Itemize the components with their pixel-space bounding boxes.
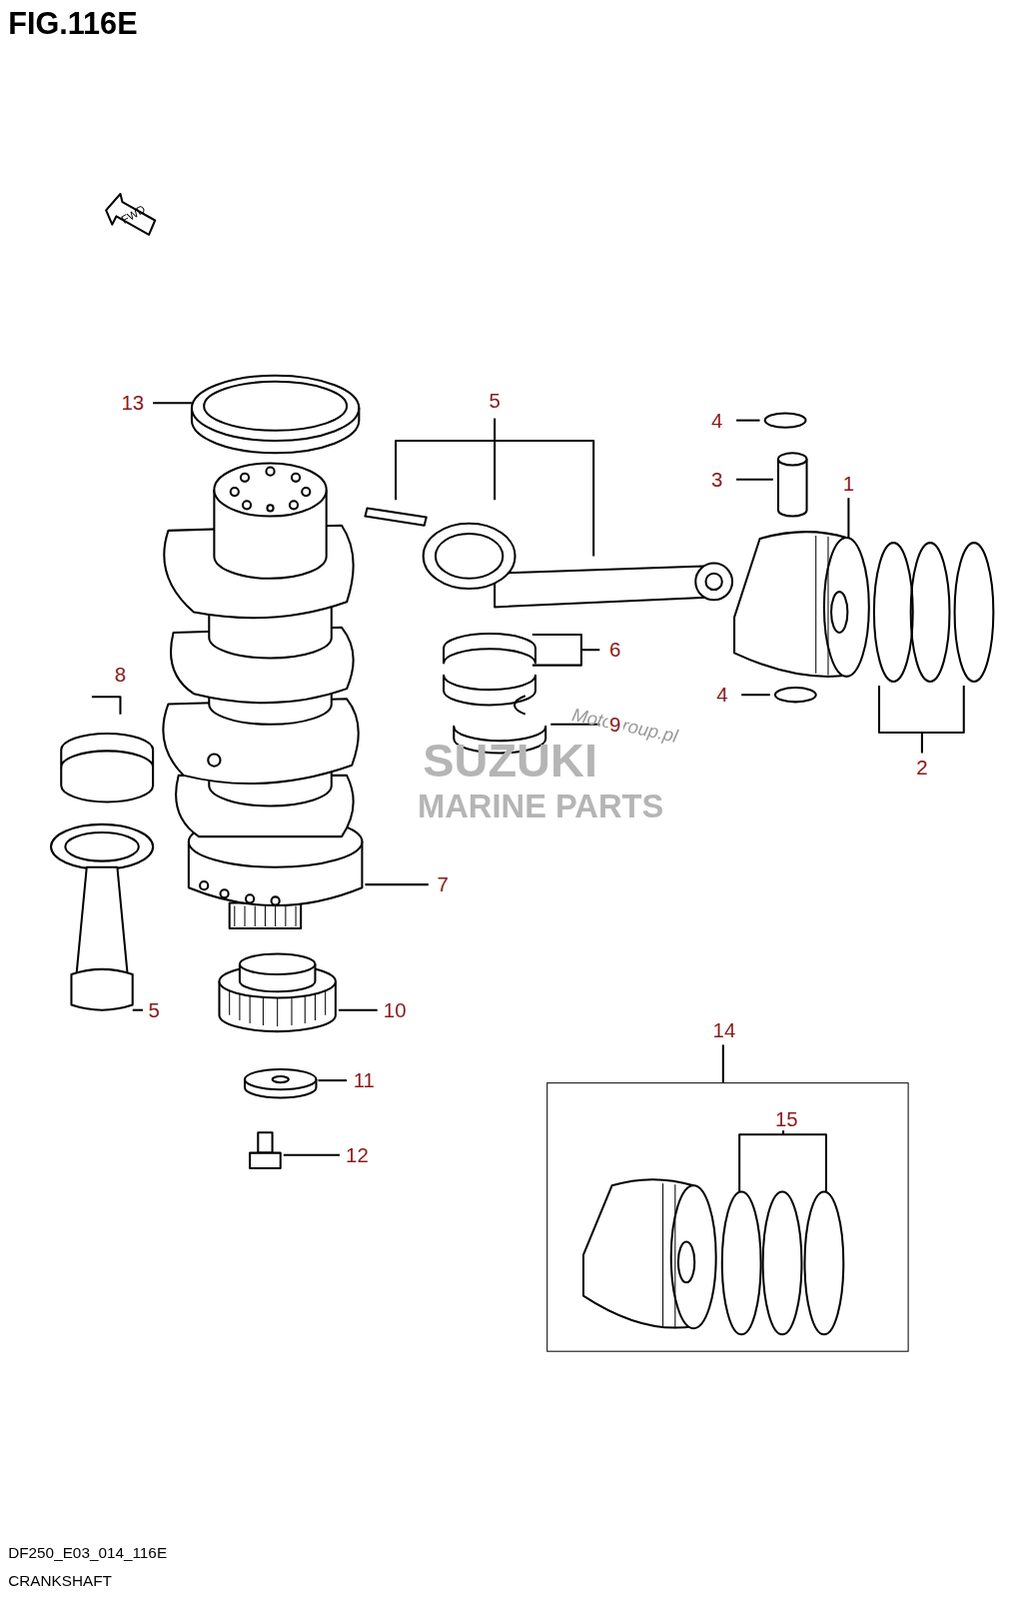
callout-number: 4 <box>709 408 725 431</box>
callout-number: 11 <box>351 1068 377 1091</box>
figure-title: FIG.116E <box>7 5 137 40</box>
callout-number: 6 <box>607 638 623 661</box>
callout-number: 5 <box>145 998 161 1021</box>
callout-number: 10 <box>381 998 409 1021</box>
diagram-code: DF250_E03_014_116E <box>7 1543 167 1561</box>
callout-number: 5 <box>486 389 502 412</box>
callout-number: 2 <box>914 755 930 778</box>
callout-number: 15 <box>775 1107 799 1130</box>
callout-number: 13 <box>118 391 146 414</box>
callout-number: 1 <box>841 472 857 495</box>
callout-number: 4 <box>714 683 730 706</box>
callout-number: 12 <box>343 1142 371 1165</box>
callout-number: 9 <box>607 713 623 736</box>
diagram-caption: CRANKSHAFT <box>7 1572 112 1590</box>
watermark: SUZUKI <box>422 734 598 787</box>
callout-number: 8 <box>112 663 128 686</box>
callout-number: 7 <box>434 873 450 896</box>
callout-number: 14 <box>713 1019 737 1041</box>
kit-box: 1415 <box>546 1081 909 1352</box>
watermark: MARINE PARTS <box>417 788 664 825</box>
callout-number: 3 <box>709 468 725 491</box>
